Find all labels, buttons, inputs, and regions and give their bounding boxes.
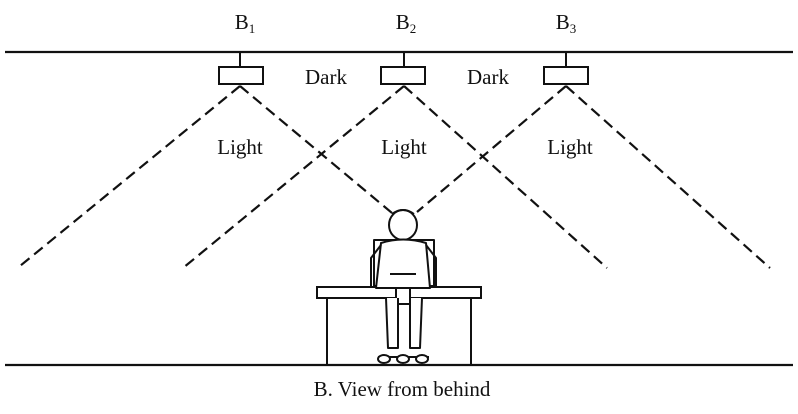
fixture-label-b3: B3 — [555, 10, 577, 36]
beam-b2-left — [182, 85, 405, 269]
luminaire-b1 — [218, 52, 264, 85]
fixture-label-b2: B2 — [395, 10, 417, 36]
light-label-1: Light — [217, 135, 263, 159]
luminaire-b3 — [543, 52, 589, 85]
beam-b1-left — [19, 85, 241, 267]
beam-b2-right — [403, 85, 608, 269]
beam-b3-right — [565, 85, 771, 269]
light-label-2: Light — [381, 135, 427, 159]
caption: B. View from behind — [313, 377, 491, 401]
beam-b3-left — [416, 85, 567, 213]
light-label-3: Light — [547, 135, 593, 159]
person — [370, 209, 437, 364]
luminaire-b2 — [380, 52, 426, 85]
fixture-label-b1: B1 — [234, 10, 256, 36]
beam-b1-right — [239, 85, 399, 219]
dark-label-2: Dark — [467, 65, 509, 89]
dark-label-1: Dark — [305, 65, 347, 89]
